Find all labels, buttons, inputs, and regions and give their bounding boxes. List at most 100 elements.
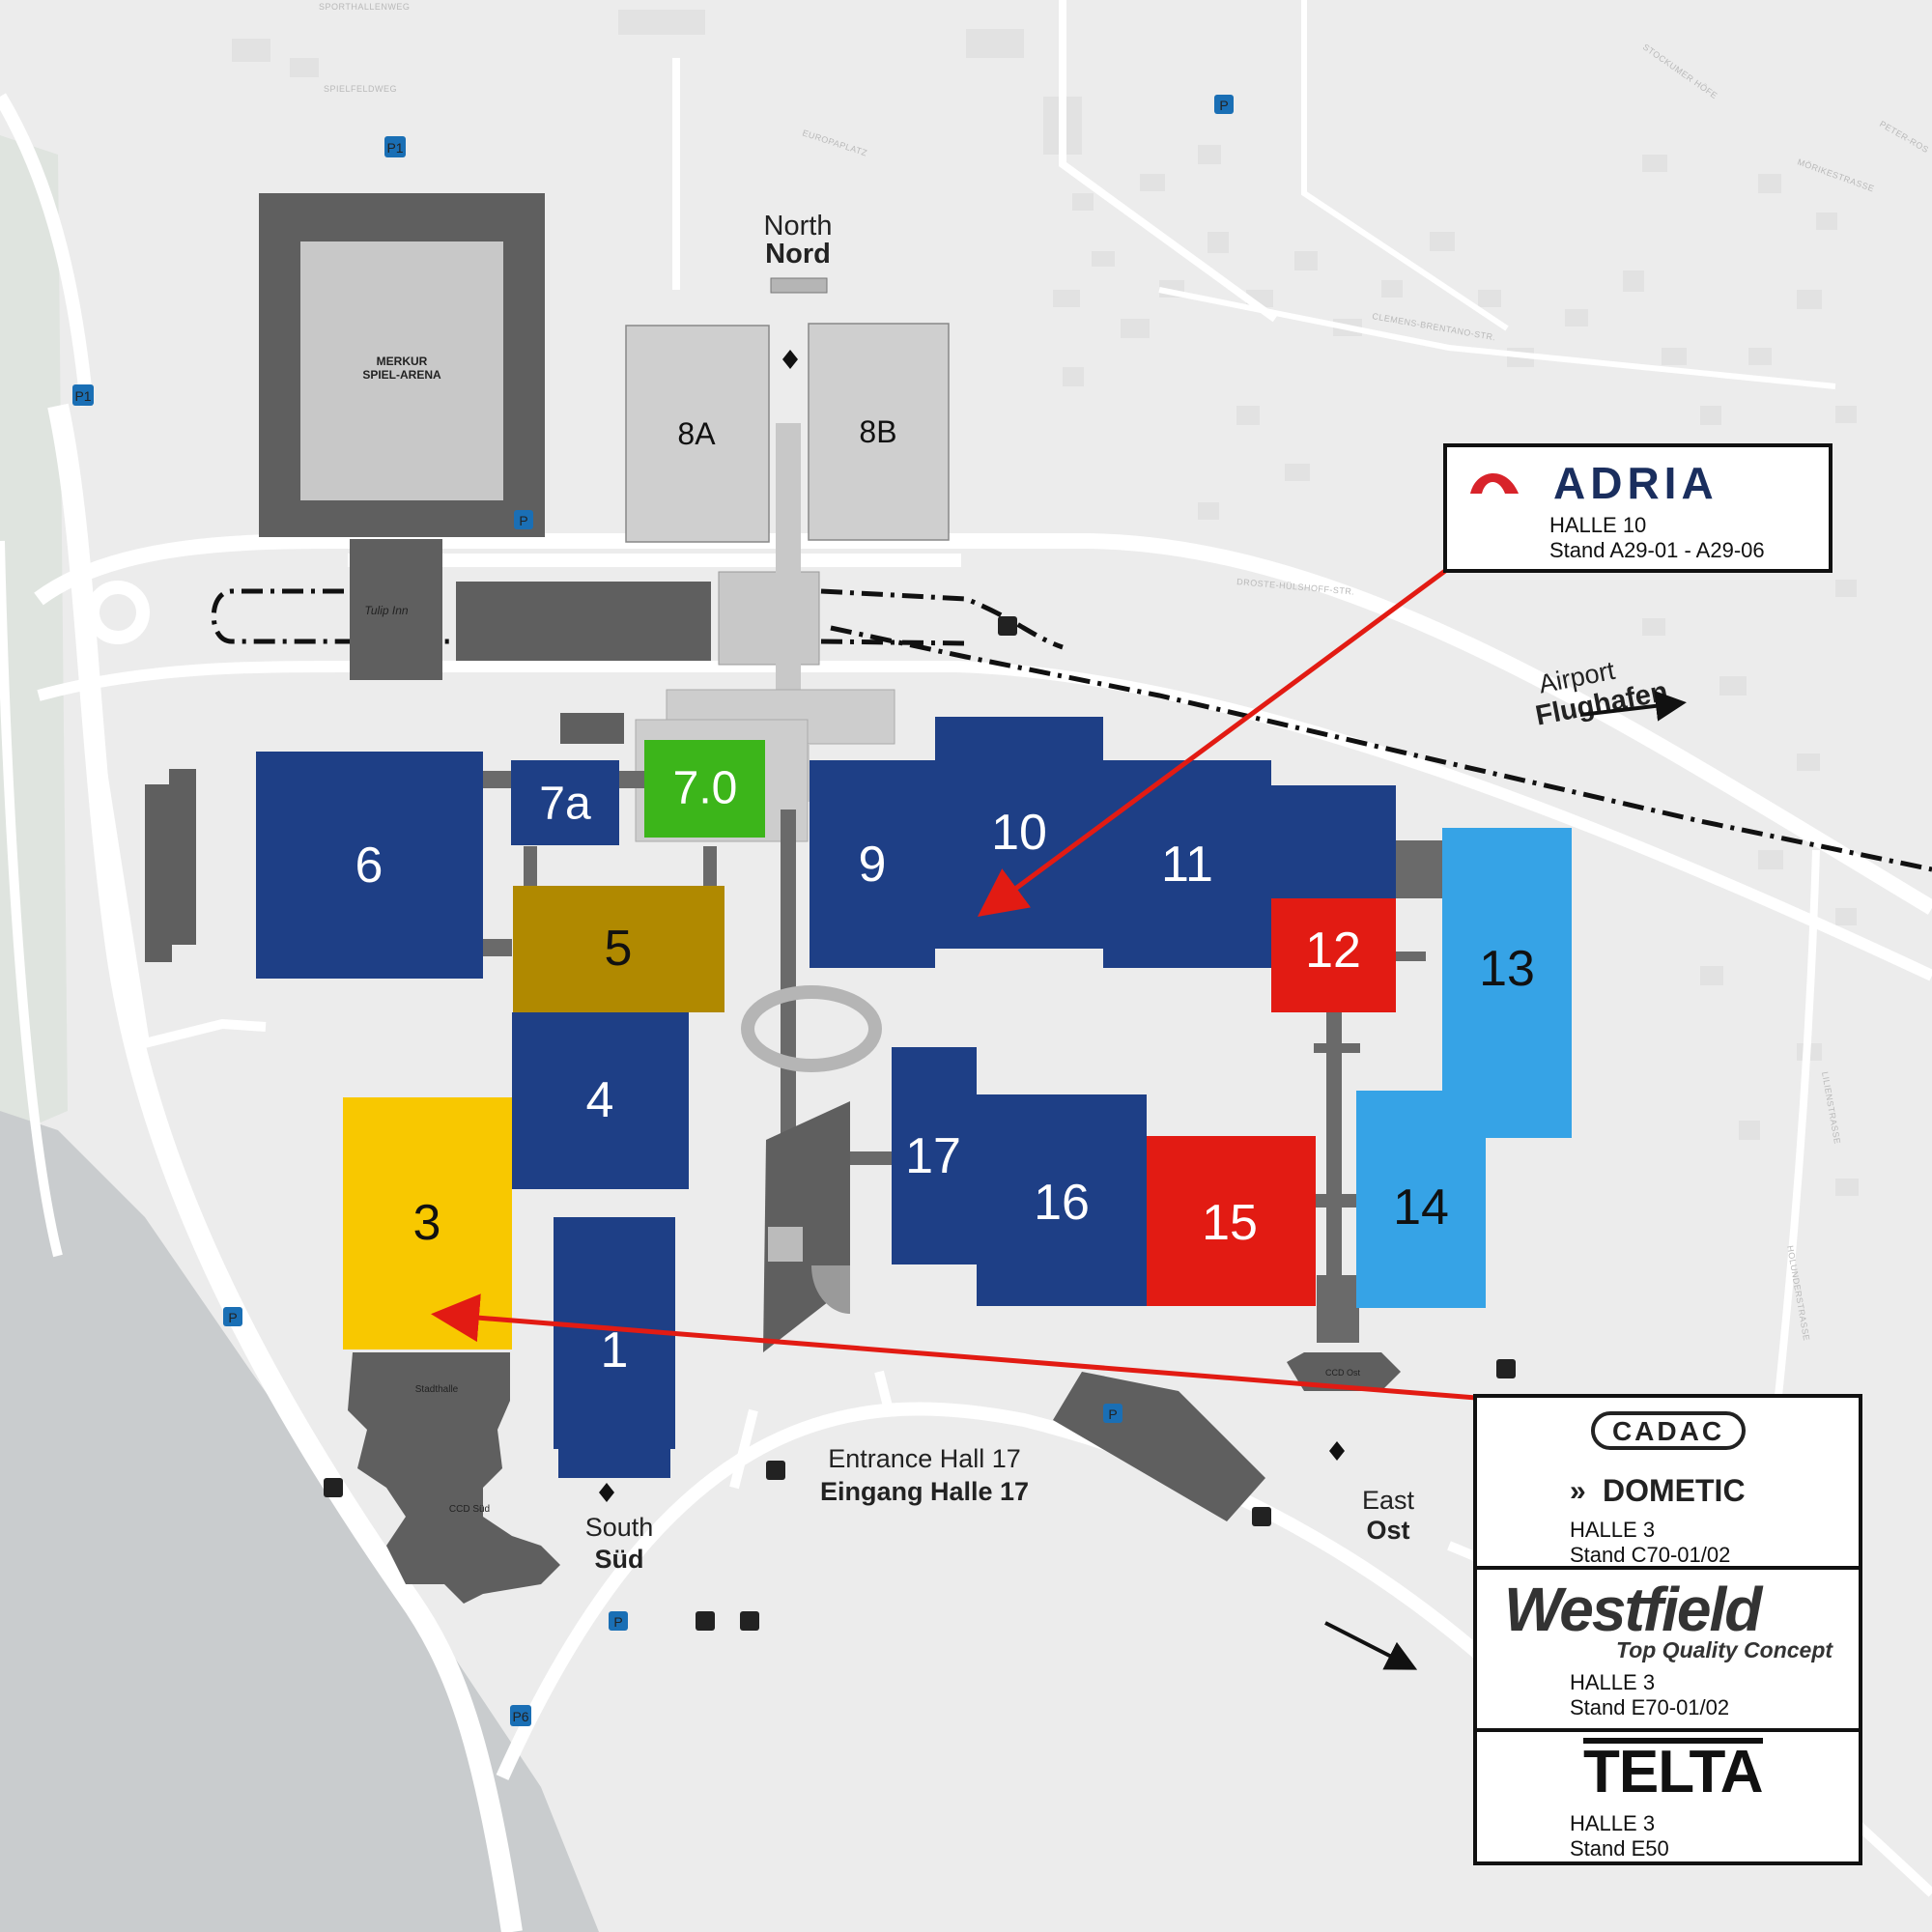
central-ring-walkway: [741, 985, 882, 1072]
north-entrance-marker: [782, 350, 798, 369]
hall-3-pointer-arrow: [431, 1293, 1477, 1401]
hall-8b-shape: [808, 323, 950, 541]
hall-7-0-shape: [644, 740, 765, 838]
parking-west-label: P: [228, 1310, 237, 1325]
telta-stand: Stand E50: [1570, 1836, 1669, 1861]
arena-inner: [300, 242, 503, 500]
water-area: [0, 1111, 599, 1932]
street-spielfeldweg: SPIELFELDWEG: [324, 84, 397, 94]
hall-9-shape: [810, 760, 935, 968]
southeast-direction-arrow: [1324, 1621, 1418, 1670]
westfield-hall: HALLE 3: [1570, 1670, 1656, 1694]
bus-icon-far-east: [1496, 1359, 1516, 1378]
parking-p1-west-icon: [72, 384, 94, 406]
westfield-tagline: Top Quality Concept: [1616, 1637, 1833, 1662]
hall-16-label: 16: [1034, 1175, 1090, 1231]
parking-p6-label: P6: [512, 1709, 528, 1724]
north-label-de: Nord: [765, 239, 831, 270]
cadac-hall: HALLE 3: [1570, 1518, 1656, 1542]
east-label-en: East: [1362, 1486, 1415, 1515]
hall-17-label: 17: [905, 1128, 961, 1184]
ccd-ost-building: [1287, 1352, 1401, 1391]
parking-icons: P1 P1 P P P P P6 P: [72, 95, 1234, 1726]
station-building: [456, 582, 711, 661]
hall-15-label: 15: [1202, 1195, 1258, 1251]
telta-brand: TELTA: [1583, 1738, 1764, 1805]
cadac-logo: CADAC: [1591, 1411, 1746, 1450]
hall-17-shape: [892, 1047, 977, 1264]
hall-4-shape: [512, 1012, 689, 1189]
bus-icon-north: [998, 616, 1017, 636]
stadthalle-label: Stadthalle: [415, 1384, 459, 1395]
hall-8a-shape: [625, 325, 770, 543]
hall-12-shape: [1271, 898, 1396, 1012]
dometic-logo-icon: »: [1570, 1475, 1586, 1507]
station-hub: [718, 571, 820, 666]
tulip-inn-label: Tulip Inn: [364, 604, 408, 617]
arena-label-line1: MERKUR: [377, 355, 428, 368]
hall-10-label: 10: [991, 805, 1047, 861]
hall-7a-label: 7a: [539, 779, 591, 830]
hall-5-label: 5: [605, 921, 633, 977]
dometic-brand: DOMETIC: [1603, 1473, 1746, 1508]
parking-north-east-icon: [1214, 95, 1234, 114]
hall17-entrance-label-de: Eingang Halle 17: [820, 1477, 1029, 1506]
hall-15-shape: [1147, 1136, 1316, 1306]
parking-p1-north-label: P1: [386, 140, 403, 156]
stadthalle-building: [348, 1352, 560, 1604]
south-entrance-marker: [599, 1483, 614, 1502]
telta-info-box: TELTA HALLE 3 Stand E50: [1473, 1728, 1862, 1865]
bus-icon-east: [1252, 1507, 1271, 1526]
info-kiosk: [768, 1227, 803, 1262]
adria-pointer-arrow: [977, 568, 1447, 917]
airport-direction-arrow: [1579, 690, 1687, 722]
east-label-de: Ost: [1366, 1516, 1409, 1545]
people-mover-loop-west: [211, 588, 454, 644]
green-strip: [0, 135, 68, 1140]
hall-5-shape: [513, 886, 724, 1012]
parking-p1-north-icon: [384, 136, 406, 157]
hall-8a-label: 8A: [677, 416, 716, 451]
bus-icons: [324, 616, 1516, 1631]
bus-icon-south-2: [740, 1611, 759, 1631]
hall-7-0-label: 7.0: [673, 763, 738, 814]
parking-north-east-label: P: [1219, 98, 1228, 113]
hall-3-label: 3: [413, 1195, 441, 1251]
parking-arena-label: P: [519, 513, 527, 528]
parking-p6-icon: [510, 1705, 531, 1726]
hall-12-upper-shape: [1271, 785, 1396, 899]
north-entrance-building: [770, 277, 828, 294]
bus-icon-hall17: [766, 1461, 785, 1480]
adria-stand: Stand A29-01 - A29-06: [1549, 538, 1765, 562]
south-label-en: South: [585, 1513, 654, 1542]
east-entrance-marker: [1329, 1441, 1345, 1461]
north-walkway: [776, 423, 801, 694]
arena-label-line2: SPIEL-ARENA: [362, 368, 441, 382]
cadac-stand: Stand C70-01/02: [1570, 1543, 1731, 1567]
cadac-dometic-info-box: CADAC » DOMETIC HALLE 3 Stand C70-01/02: [1473, 1394, 1862, 1570]
hall-9-label: 9: [859, 837, 887, 893]
cadac-brand: CADAC: [1611, 1416, 1725, 1446]
people-mover-loop-east: [820, 588, 1064, 650]
left-building-a: [145, 784, 172, 962]
adria-hall: HALLE 10: [1549, 513, 1647, 537]
ccd-ost-label: CCD Ost: [1325, 1368, 1360, 1378]
hall-16-shape: [977, 1094, 1147, 1306]
hall-6-label: 6: [355, 838, 384, 894]
parking-garage-east-icon: [1103, 1404, 1122, 1423]
hall-13-shape: [1442, 828, 1572, 1138]
parking-south-icon: [609, 1611, 628, 1631]
adria-info-box: ADRIA HALLE 10 Stand A29-01 - A29-06: [1443, 443, 1833, 573]
parking-arena-icon: [514, 510, 533, 529]
westfield-info-box: Westfield Top Quality Concept HALLE 3 St…: [1473, 1566, 1862, 1732]
parking-west-icon: [223, 1307, 242, 1326]
hall-1-foot: [558, 1449, 670, 1478]
hall-7a-shape: [511, 760, 619, 845]
hall-12-label: 12: [1305, 923, 1361, 979]
hall-8b-label: 8B: [859, 414, 896, 449]
telta-hall: HALLE 3: [1570, 1811, 1656, 1835]
bus-icon-west: [324, 1478, 343, 1497]
hall-connectors: [481, 771, 1443, 1343]
